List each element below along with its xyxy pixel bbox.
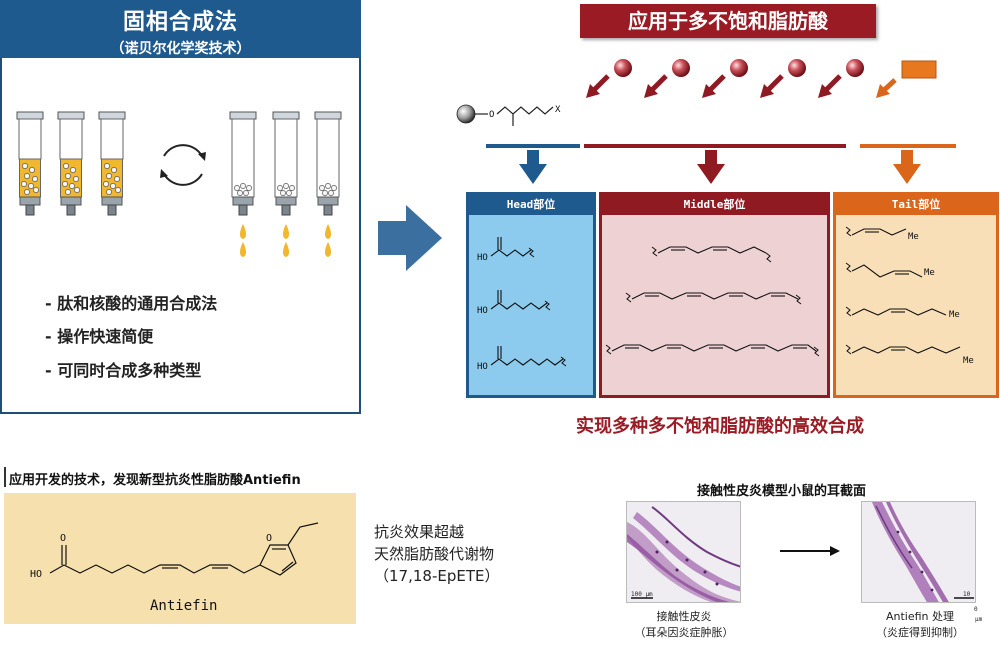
svg-text:Me: Me	[949, 310, 960, 320]
resin-oxygen-label: O	[489, 110, 494, 120]
treated-caption-line-1: Antiefin 处理	[885, 610, 955, 623]
solid-phase-illustration	[16, 111, 342, 258]
inflamed-caption: 接触性皮炎 （耳朵因炎症肿胀）	[628, 609, 740, 641]
effect-description: 抗炎效果超越 天然脂肪酸代谢物 （17,18-EpETE）	[374, 521, 499, 587]
tail-building-block	[876, 60, 937, 98]
histology-treated-image	[861, 501, 976, 603]
treatment-arrow-icon	[780, 546, 840, 556]
tail-structure-4: Me	[845, 344, 974, 366]
result-caption: 实现多种多不饱和脂肪酸的高效合成	[576, 416, 864, 437]
cycle-arrows-icon	[160, 144, 206, 186]
tail-category-box: Tail部位 Me Me Me Me	[833, 192, 999, 398]
treated-caption: Antiefin 处理 （炎症得到抑制）	[858, 609, 982, 641]
tail-down-arrow-icon	[893, 150, 921, 184]
scale-bar-after-unit: μm	[975, 616, 983, 623]
middle-structure-2	[625, 292, 802, 305]
middle-category-box: Middle部位	[599, 192, 830, 398]
big-right-arrow-icon	[378, 205, 442, 271]
svg-text:Me: Me	[924, 268, 935, 278]
feature-item-1: - 肽和核酸的通用合成法	[45, 294, 218, 313]
column-full-2	[57, 111, 85, 216]
hydroxyl-label: HO	[30, 569, 42, 580]
solid-phase-header: 固相合成法 （诺贝尔化学奖技术）	[0, 0, 361, 58]
svg-text:HO: HO	[477, 306, 488, 316]
antiefin-structure: HO O O	[30, 522, 319, 580]
inflamed-caption-line-1: 接触性皮炎	[656, 610, 712, 623]
tail-structure-2: Me	[845, 262, 935, 278]
middle-down-arrow-icon	[697, 150, 725, 184]
svg-text:Me: Me	[963, 356, 974, 366]
development-heading: 应用开发的技术，发现新型抗炎性脂肪酸Antiefin	[9, 473, 301, 488]
tail-category-label: Tail部位	[836, 195, 996, 215]
building-block-5	[818, 59, 864, 98]
head-structure-3: HO	[477, 346, 567, 372]
scale-bar-after-zero: 0	[974, 606, 978, 613]
head-category-label: Head部位	[469, 195, 593, 215]
svg-text:HO: HO	[477, 253, 488, 263]
antiefin-name: Antiefin	[150, 598, 218, 614]
head-bar	[486, 144, 580, 148]
tail-structure-1: Me	[845, 226, 919, 242]
building-block-2	[644, 59, 690, 98]
middle-structures	[605, 246, 820, 357]
middle-structure-1	[651, 246, 772, 263]
solid-phase-title: 固相合成法	[122, 10, 238, 35]
antiefin-structure-box: HO O O	[4, 493, 356, 624]
mouse-study-title: 接触性皮炎模型小鼠的耳截面	[697, 484, 867, 499]
feature-item-3: - 可同时合成多种类型	[45, 361, 202, 380]
tail-structures: Me Me Me Me	[845, 226, 974, 366]
column-full-1	[16, 111, 44, 216]
building-block-1	[586, 59, 632, 98]
svg-text:HO: HO	[477, 362, 488, 372]
column-drain-1	[229, 111, 257, 258]
solid-phase-panel	[0, 0, 361, 414]
furan-oxygen-label: O	[266, 533, 272, 544]
feature-item-2: - 操作快速简便	[45, 327, 154, 346]
column-drain-2	[272, 111, 300, 258]
svg-text:Me: Me	[908, 232, 919, 242]
application-title: 应用于多不饱和脂肪酸	[580, 4, 876, 38]
tail-structure-3: Me	[845, 306, 960, 320]
column-full-3	[98, 111, 126, 216]
effect-line-2: 天然脂肪酸代谢物	[374, 545, 495, 563]
head-down-arrow-icon	[519, 150, 547, 184]
effect-line-1: 抗炎效果超越	[374, 523, 465, 541]
effect-line-3: （17,18-EpETE）	[374, 567, 500, 585]
middle-structure-3	[605, 344, 820, 357]
carbonyl-oxygen-label: O	[60, 533, 66, 544]
middle-bar	[584, 144, 846, 148]
histology-inflamed-image	[626, 501, 741, 603]
resin-bead: O X	[456, 104, 561, 126]
head-structure-2: HO	[477, 290, 551, 316]
heading-marker	[4, 467, 6, 487]
head-category-box: Head部位 HO HO HO	[466, 192, 596, 398]
middle-category-label: Middle部位	[602, 195, 827, 215]
scale-bar-after-label: 10	[963, 591, 971, 598]
resin-substituent-label: X	[555, 105, 561, 115]
solid-phase-subtitle: （诺贝尔化学奖技术）	[110, 41, 251, 57]
head-structure-1: HO	[477, 237, 535, 263]
inflamed-caption-line-2: （耳朵因炎症肿胀）	[634, 626, 734, 639]
treated-caption-line-2: （炎症得到抑制）	[876, 626, 964, 639]
tail-bar	[860, 144, 956, 148]
building-block-scheme: O X	[456, 59, 956, 184]
building-block-4	[760, 59, 806, 98]
building-block-3	[702, 59, 748, 98]
head-structures: HO HO HO	[477, 237, 567, 372]
column-drain-3	[314, 111, 342, 258]
scale-bar-before-label: 100 μm	[631, 591, 653, 598]
